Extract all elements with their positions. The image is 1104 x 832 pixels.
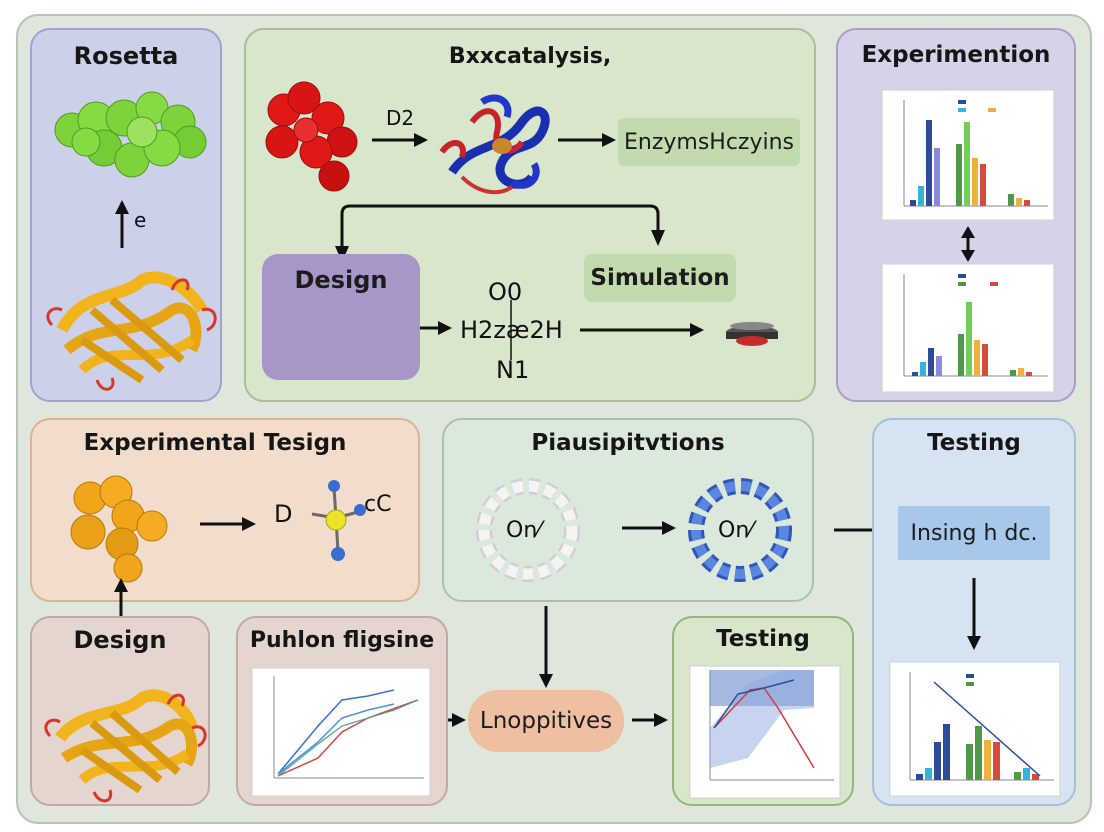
green-molecule-icon — [54, 91, 207, 178]
formula-middle: H2zæ2H — [460, 316, 563, 344]
blue-ring-protein-icon — [688, 478, 792, 582]
bar-chart-trend — [889, 661, 1061, 797]
red-molecule-icon — [265, 81, 358, 192]
protein-ribbon-icon — [44, 689, 207, 803]
simulation-box: Simulation — [584, 254, 736, 302]
testing-bottom-chart — [689, 665, 841, 799]
d2-label: D2 — [386, 106, 415, 130]
design-bottom-panel: Design — [30, 616, 210, 806]
ring-right-label: On⁄ — [718, 518, 753, 543]
design-box: Design — [262, 254, 420, 380]
enzyme-box: EnzymsHczyins — [618, 118, 800, 166]
experimental-design-title: Experimental Tesign — [83, 430, 347, 456]
puhlon-title: Puhlon fligsine — [249, 628, 435, 653]
rosetta-graphics — [46, 91, 217, 391]
protein-ribbon-icon — [46, 271, 217, 391]
experimental-design-panel: Experimental Tesign D cC — [30, 418, 420, 602]
testing-bottom-title: Testing — [716, 626, 810, 652]
testing-box: Insing h dc. — [898, 506, 1050, 560]
ball-stick-molecule-icon — [311, 480, 366, 561]
molecule-label-left: D — [274, 500, 293, 528]
lnoppitives-box: Lnoppitives — [468, 690, 624, 752]
biocatalysis-panel: Bxxcatalysis, — [244, 28, 816, 402]
rosetta-panel: Rosetta e — [30, 28, 222, 402]
testing-right-graphics — [889, 578, 1061, 797]
petri-dish-icon — [726, 322, 778, 346]
experimention-title: Experimention — [861, 42, 1051, 68]
experimention-charts — [881, 89, 1055, 393]
rosetta-title: Rosetta — [73, 42, 179, 70]
testing-right-panel: Testing Insing h dc. — [872, 418, 1076, 806]
experimental-design-graphics — [70, 475, 366, 583]
piausipitvtions-panel: Piausipitvtions On⁄ On⁄ — [442, 418, 814, 602]
bar-chart-bottom — [881, 263, 1055, 393]
experimention-panel: Experimention — [836, 28, 1076, 402]
orange-molecule-icon — [70, 475, 168, 583]
design-bottom-title: Design — [73, 626, 167, 654]
biocatalysis-title: Bxxcatalysis, — [448, 44, 612, 69]
ring-left-label: On⁄ — [506, 518, 541, 543]
helix-protein-icon — [439, 94, 550, 195]
piausipitvtions-title: Piausipitvtions — [531, 430, 725, 456]
formula-top: O0 — [488, 278, 523, 306]
testing-right-title: Testing — [927, 430, 1021, 456]
puhlon-panel: Puhlon fligsine — [236, 616, 448, 806]
design-bottom-graphics — [44, 689, 207, 803]
rosetta-arrow-label: e — [134, 208, 147, 232]
piausipitvtions-graphics — [476, 478, 792, 582]
bar-chart-top — [881, 89, 1055, 221]
formula-bottom: N1 — [496, 356, 530, 384]
testing-bottom-panel: Testing — [672, 616, 854, 806]
puhlon-line-chart — [251, 667, 431, 797]
molecule-label-right: cC — [364, 492, 392, 517]
white-ring-protein-icon — [476, 478, 580, 582]
